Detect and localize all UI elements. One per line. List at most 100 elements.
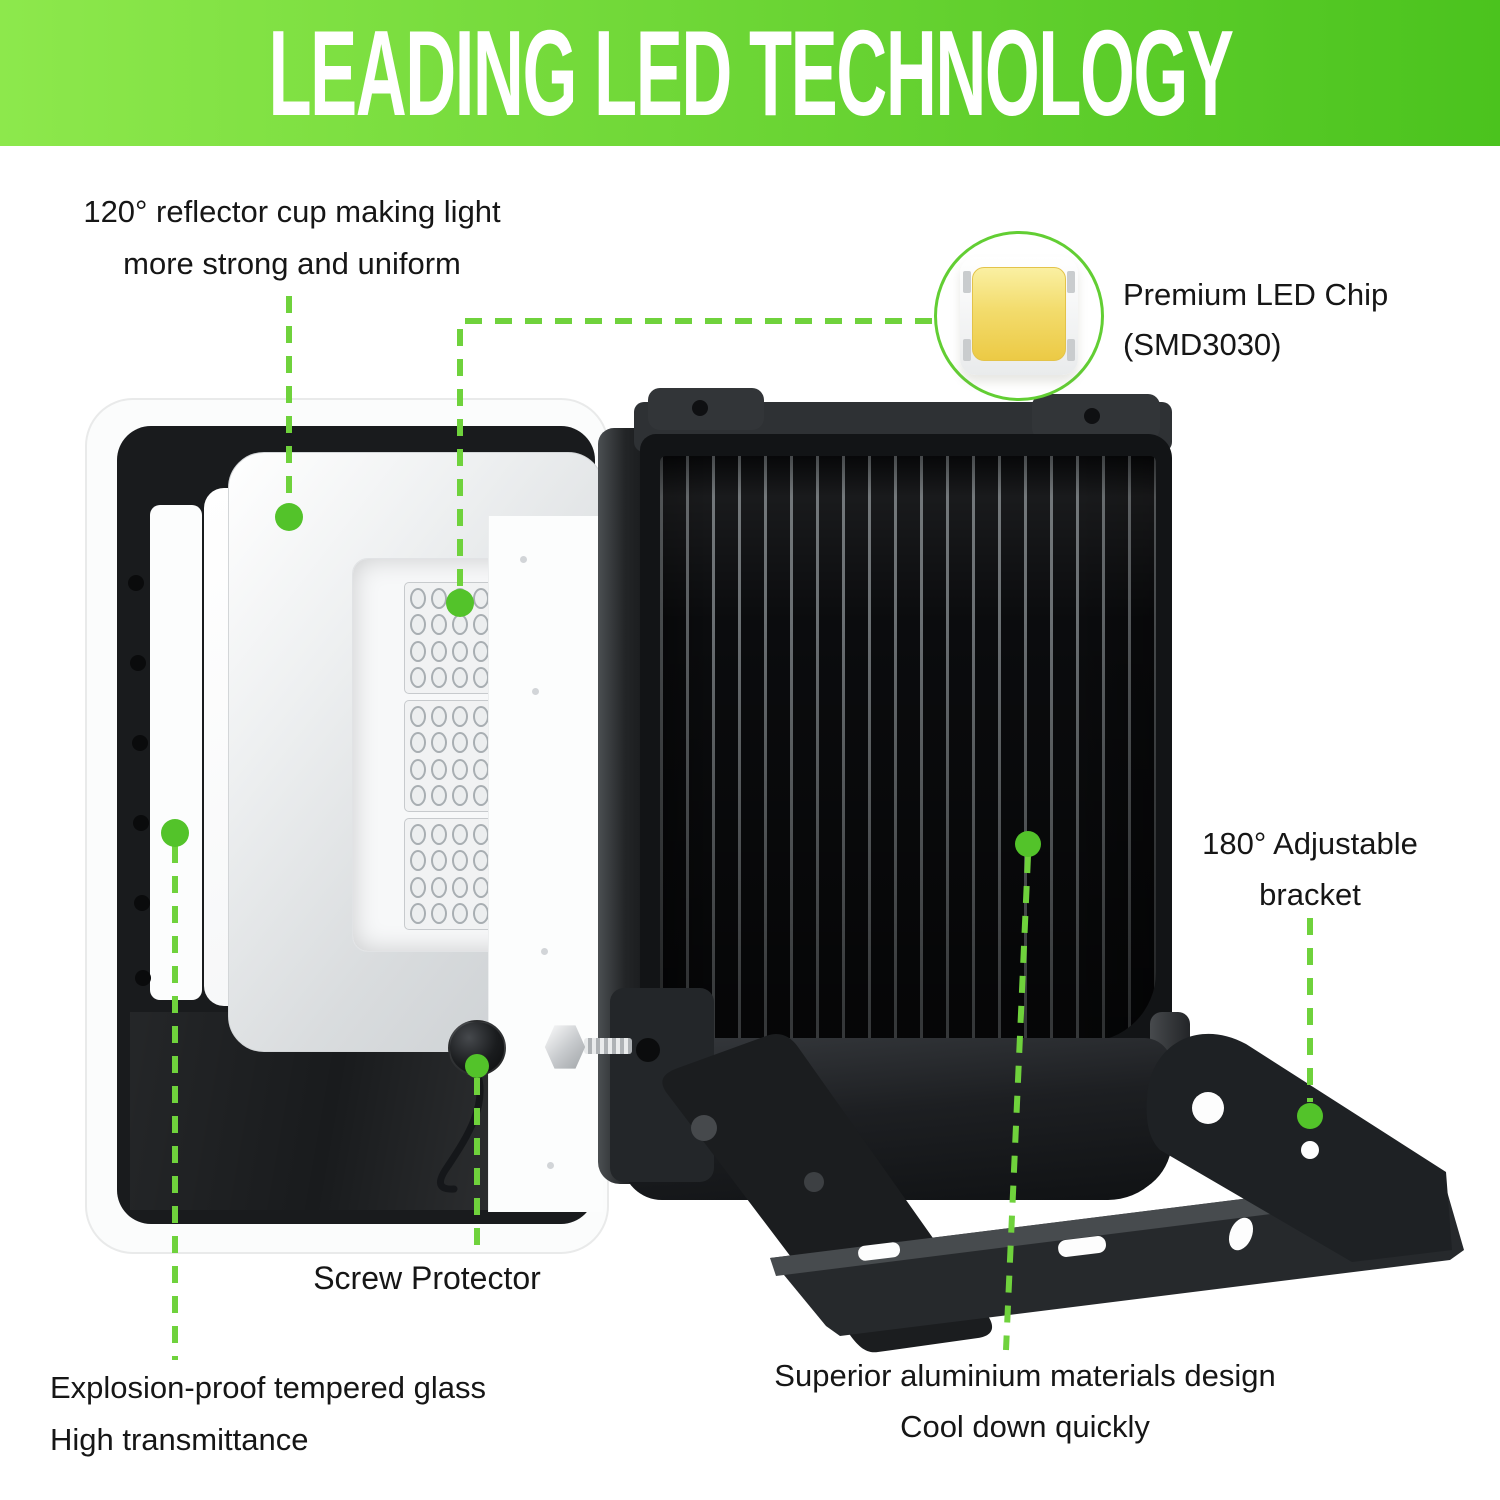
hinge-plate — [610, 988, 714, 1182]
heatsink-fins — [660, 456, 1156, 1042]
led-lens — [430, 876, 447, 898]
led-lens — [409, 587, 426, 609]
led-lens — [451, 705, 468, 727]
callout-label-screw-protector: Screw Protector — [282, 1258, 572, 1298]
callout-label-bracket: 180° Adjustable bracket — [1160, 818, 1460, 920]
led-lens — [472, 640, 489, 662]
banner-title: LEADING LED TECHNOLOGY — [267, 4, 1233, 141]
callout-text: 180° Adjustable — [1202, 826, 1418, 861]
callout-label-reflector: 120° reflector cup making light more str… — [42, 186, 542, 290]
callout-label-aluminium: Superior aluminium materials design Cool… — [765, 1350, 1285, 1452]
led-lens — [409, 876, 426, 898]
led-lens — [451, 850, 468, 872]
led-chip-badge — [934, 231, 1104, 401]
led-lens — [430, 758, 447, 780]
hinge-hole — [636, 1038, 660, 1062]
gasket-bump — [132, 735, 148, 751]
led-lens — [409, 640, 426, 662]
callout-text: Cool down quickly — [900, 1409, 1150, 1444]
callout-text: more strong and uniform — [123, 246, 461, 281]
bracket-hole — [1301, 1141, 1319, 1159]
led-lens — [451, 903, 468, 925]
led-lens — [472, 587, 489, 609]
hex-bolt-icon — [544, 1025, 586, 1069]
callout-text: Screw Protector — [313, 1260, 541, 1296]
led-lens — [430, 850, 447, 872]
led-lens — [451, 587, 468, 609]
led-lens — [409, 705, 426, 727]
led-lens — [451, 614, 468, 636]
led-lens — [409, 850, 426, 872]
callout-text: Explosion-proof tempered glass — [50, 1370, 486, 1405]
callout-label-tempered-glass: Explosion-proof tempered glass High tran… — [50, 1362, 540, 1466]
led-lens — [409, 667, 426, 689]
chip-electrode — [1067, 271, 1075, 293]
gasket-bump — [130, 655, 146, 671]
led-lens — [409, 614, 426, 636]
bracket-hole — [1228, 1217, 1254, 1251]
gasket-bump — [128, 575, 144, 591]
bracket-slot — [1058, 1236, 1107, 1257]
screw-dot — [547, 1162, 554, 1169]
led-lens — [451, 785, 468, 807]
mounting-ear — [648, 388, 764, 430]
led-lens — [430, 614, 447, 636]
bracket-slot — [1372, 1214, 1419, 1235]
led-lens — [430, 667, 447, 689]
led-lens — [472, 876, 489, 898]
led-lens — [409, 732, 426, 754]
gasket-bump — [135, 970, 151, 986]
led-lens — [472, 903, 489, 925]
chip-electrode — [963, 271, 971, 293]
led-lens — [472, 758, 489, 780]
callout-text: (SMD3030) — [1123, 327, 1282, 362]
led-lens — [409, 903, 426, 925]
glass-edge — [150, 505, 202, 1000]
led-module — [404, 700, 494, 812]
mounting-ear — [1032, 394, 1160, 440]
screw-protector-cap — [448, 1020, 506, 1076]
led-lens — [472, 785, 489, 807]
ear-hole — [1084, 408, 1100, 424]
ear-hole — [692, 400, 708, 416]
led-lens — [451, 732, 468, 754]
led-chip-image — [960, 257, 1078, 375]
bracket-right-arm — [1146, 1033, 1452, 1262]
led-module — [404, 818, 494, 930]
bolt-shaft — [584, 1038, 632, 1054]
led-lens — [409, 758, 426, 780]
led-lens — [409, 785, 426, 807]
gasket-bump — [134, 895, 150, 911]
led-lens — [430, 587, 447, 609]
callout-dot-bracket — [1297, 1103, 1323, 1129]
led-lens — [472, 705, 489, 727]
led-lens — [430, 640, 447, 662]
led-lens — [451, 758, 468, 780]
screw-dot — [541, 948, 548, 955]
led-lens — [430, 903, 447, 925]
chip-electrode — [963, 339, 971, 361]
led-module-array — [404, 582, 496, 936]
bracket-hole — [1192, 1092, 1224, 1124]
bracket-slot — [858, 1242, 901, 1261]
screw-dot — [532, 688, 539, 695]
callout-text: bracket — [1259, 877, 1361, 912]
led-lens — [409, 823, 426, 845]
led-lens — [430, 823, 447, 845]
led-backplate — [488, 516, 603, 1212]
callout-text: 120° reflector cup making light — [83, 194, 501, 229]
callout-text: Superior aluminium materials design — [774, 1358, 1276, 1393]
led-lens — [430, 732, 447, 754]
chip-electrode — [1067, 339, 1075, 361]
led-lens — [451, 823, 468, 845]
callout-text: Premium LED Chip — [1123, 277, 1389, 312]
banner: LEADING LED TECHNOLOGY — [0, 0, 1500, 146]
led-lens — [430, 785, 447, 807]
led-lens — [472, 850, 489, 872]
chip-phosphor — [972, 267, 1066, 361]
led-lens — [472, 614, 489, 636]
led-lens — [451, 640, 468, 662]
screw-dot — [520, 556, 527, 563]
gasket-bump — [133, 815, 149, 831]
